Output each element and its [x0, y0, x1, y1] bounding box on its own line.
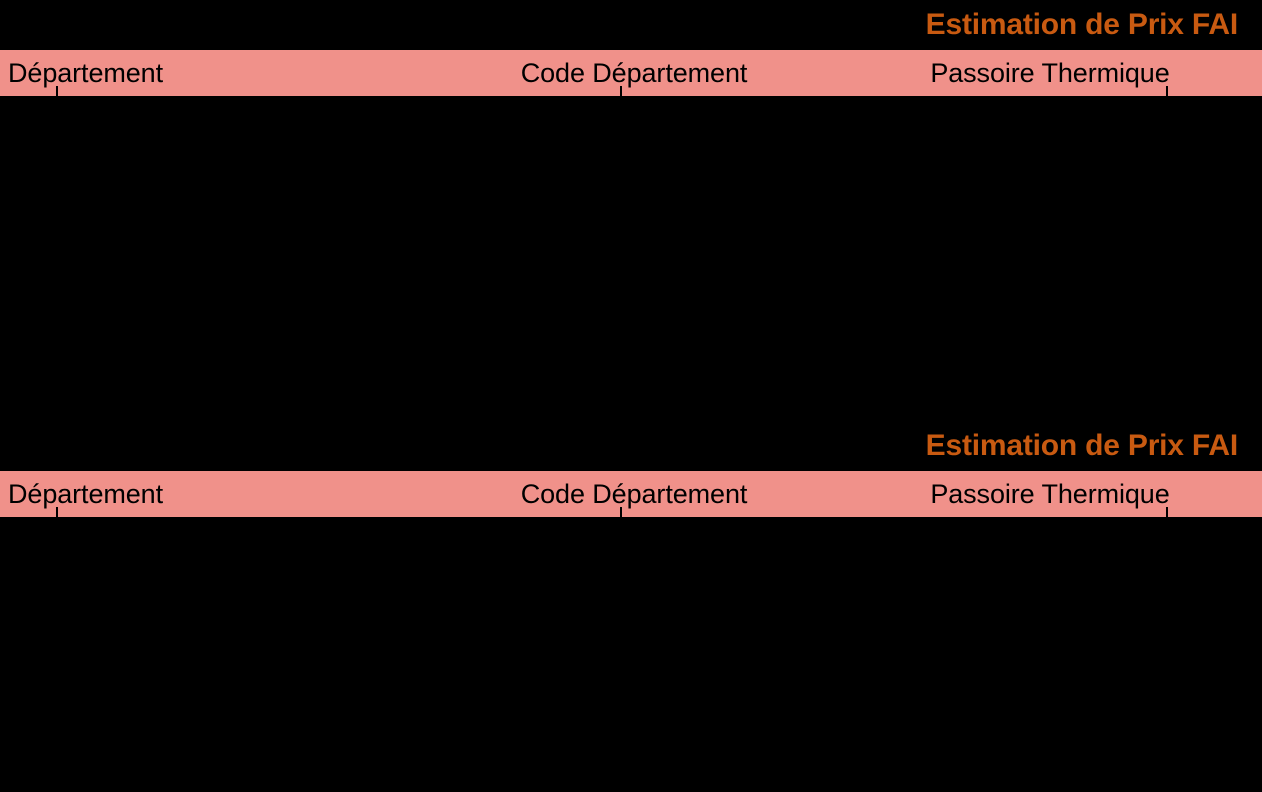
table-body-1	[0, 96, 1262, 420]
section-title-1: Estimation de Prix FAI	[0, 0, 1262, 50]
table-body-2	[0, 517, 1262, 792]
column-divider-1a	[56, 86, 58, 96]
table-header-row-1: Département Code Département Passoire Th…	[0, 50, 1262, 96]
column-divider-1c	[1166, 86, 1168, 96]
column-divider-2a	[56, 507, 58, 517]
column-header-passoire-thermique-1[interactable]: Passoire Thermique	[930, 58, 1170, 88]
table-section-2: Estimation de Prix FAI Département Code …	[0, 421, 1262, 792]
column-divider-1b	[620, 86, 622, 96]
column-divider-2c	[1166, 507, 1168, 517]
column-header-code-departement-2[interactable]: Code Département	[520, 479, 748, 509]
column-header-departement-1[interactable]: Département	[8, 58, 163, 88]
column-divider-2b	[620, 507, 622, 517]
column-header-departement-2[interactable]: Département	[8, 479, 163, 509]
section-title-2: Estimation de Prix FAI	[0, 421, 1262, 471]
column-header-code-departement-1[interactable]: Code Département	[520, 58, 748, 88]
table-section-1: Estimation de Prix FAI Département Code …	[0, 0, 1262, 420]
column-header-passoire-thermique-2[interactable]: Passoire Thermique	[930, 479, 1170, 509]
table-header-row-2: Département Code Département Passoire Th…	[0, 471, 1262, 517]
